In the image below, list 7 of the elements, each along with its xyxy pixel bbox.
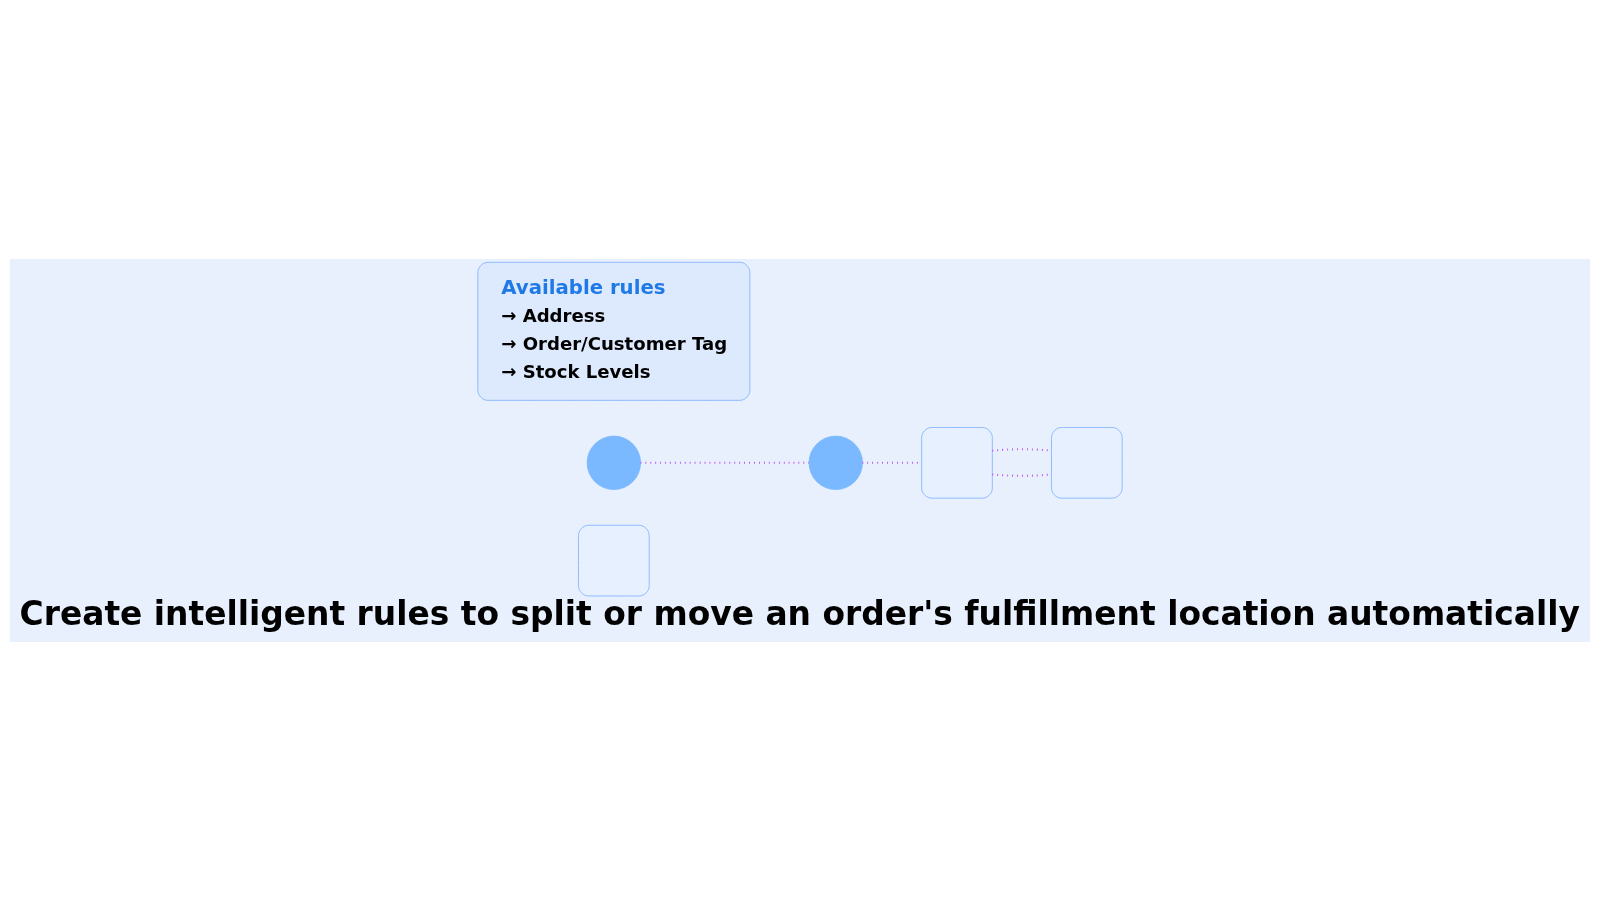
node-box [1051,426,1123,499]
node-box [578,524,650,596]
node-box [921,426,993,499]
node-circle [586,435,641,490]
node-box: Available rules → Address → Order/Customer Tag → Stock Levels [477,261,751,401]
diagram-title: Create intelligent rules to split or move an order's fulfillment location automatically [19,593,1580,633]
node-circle [808,435,863,490]
